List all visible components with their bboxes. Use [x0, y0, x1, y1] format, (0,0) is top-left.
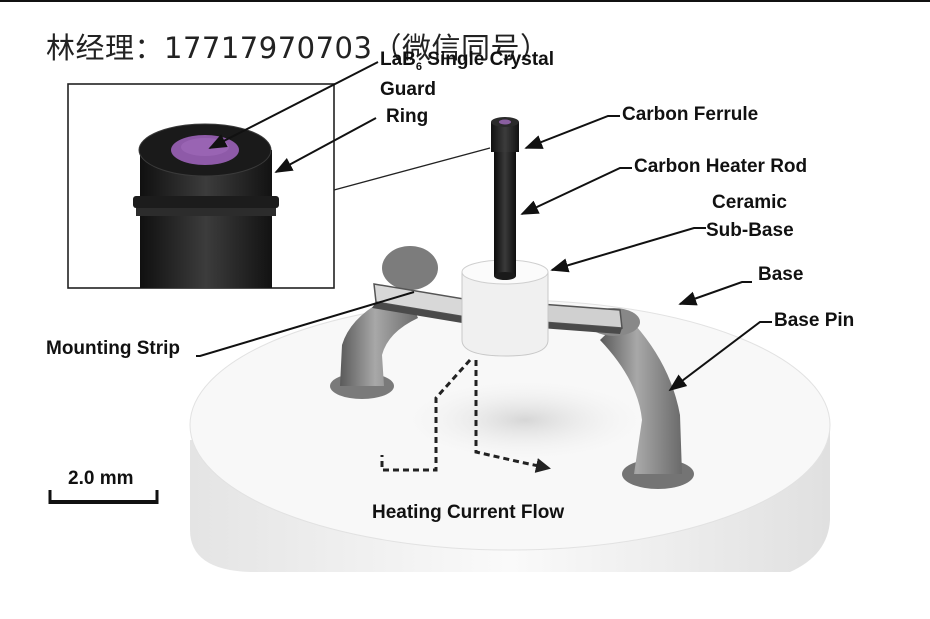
inset-connector-line: [333, 147, 491, 191]
top-border-line: [0, 0, 930, 2]
label-scale-bar: 2.0 mm: [68, 468, 134, 489]
label-carbon-ferrule: Carbon Ferrule: [622, 104, 759, 125]
label-base: Base: [758, 264, 804, 285]
scale-bar: [48, 490, 159, 504]
lab6-leader: [208, 61, 379, 149]
label-sub-base: Sub-Base: [706, 220, 794, 241]
inset-zoom-box: [67, 83, 335, 289]
base-pin-leader: [668, 321, 772, 392]
label-heating-current-flow: Heating Current Flow: [372, 502, 565, 523]
lab6-subscript: 6: [415, 61, 423, 73]
ceramic-sub-base-leader: [550, 227, 706, 273]
label-base-pin: Base Pin: [774, 310, 855, 331]
heating-current-flow-arrows: [380, 358, 551, 473]
carbon-ferrule-leader: [524, 115, 620, 149]
mounting-strips: [372, 283, 623, 334]
left-base-pin: [330, 246, 438, 399]
guard-ring-leader: [274, 117, 377, 173]
label-mounting-strip: Mounting Strip: [46, 338, 181, 359]
lab6-suffix: Single Crystal: [422, 49, 555, 70]
label-carbon-heater-rod: Carbon Heater Rod: [634, 156, 808, 177]
mounting-strip-leader: [196, 291, 415, 357]
lab6-prefix: LaB: [380, 49, 416, 70]
carbon-heater-rod: [491, 117, 519, 280]
label-ring: Ring: [386, 106, 429, 127]
label-ceramic: Ceramic: [712, 192, 787, 213]
carbon-heater-rod-leader: [520, 167, 632, 215]
label-lab6-single-crystal: LaB6 Single Crystal: [380, 49, 555, 73]
contact-header: 林经理：17717970703（微信同号）: [46, 31, 550, 65]
label-guard: Guard: [380, 79, 436, 100]
leader-lines: [196, 61, 772, 392]
base-leader: [678, 281, 752, 306]
